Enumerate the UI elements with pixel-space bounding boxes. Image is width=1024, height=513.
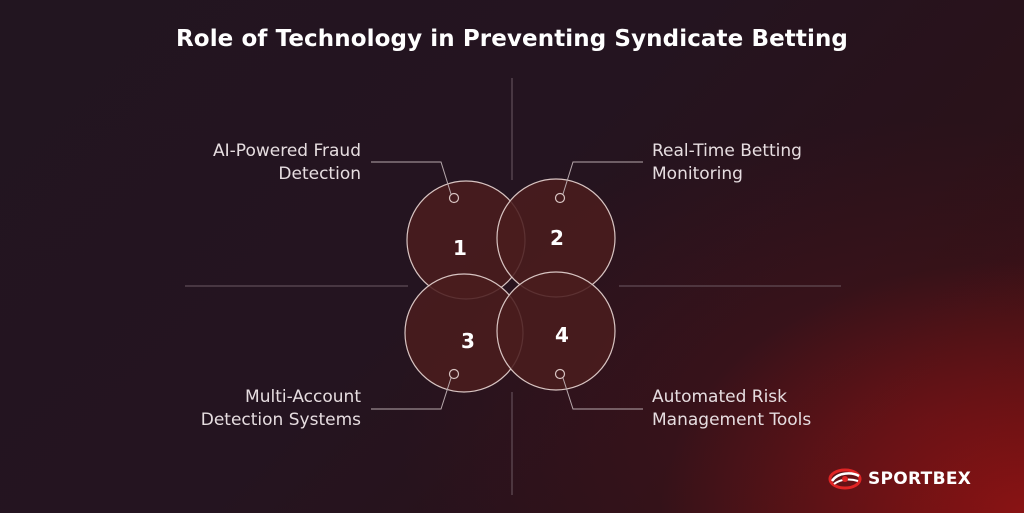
connector-dot-3	[448, 368, 460, 380]
connector-dot-4	[554, 368, 566, 380]
label-1-line-1: AI-Powered Fraud	[213, 141, 361, 161]
connector-dot-1	[448, 192, 460, 204]
circle-number-4: 4	[555, 323, 569, 347]
page-title: Role of Technology in Preventing Syndica…	[175, 26, 848, 52]
circle-4	[496, 271, 616, 391]
label-2-line-1: Real-Time Betting	[652, 141, 802, 161]
connector-dot-2	[554, 192, 566, 204]
label-3-line-2: Detection Systems	[200, 410, 361, 430]
sportbex-logo: SPORTBEX	[828, 466, 971, 492]
circle-number-2: 2	[550, 226, 564, 250]
label-real-time-monitoring: Real-Time Betting Monitoring	[652, 140, 802, 186]
label-multi-account-detection: Multi-Account Detection Systems	[201, 386, 361, 432]
sportbex-logo-icon	[828, 468, 862, 490]
label-4-line-2: Management Tools	[652, 410, 812, 430]
connector-line-1	[371, 161, 452, 195]
circle-number-3: 3	[461, 329, 475, 353]
connector-line-4	[562, 377, 643, 410]
logo-text: SPORTBEX	[868, 469, 972, 489]
label-ai-fraud-detection: AI-Powered Fraud Detection	[213, 140, 361, 186]
circle-number-1: 1	[453, 236, 467, 260]
label-1-line-2: Detection	[278, 164, 361, 184]
label-3-line-1: Multi-Account	[245, 387, 361, 407]
label-2-line-2: Monitoring	[652, 164, 743, 184]
connector-line-3	[371, 377, 452, 410]
label-automated-risk-management: Automated Risk Management Tools	[652, 386, 811, 432]
label-4-line-1: Automated Risk	[652, 387, 788, 407]
connector-line-2	[562, 161, 643, 195]
